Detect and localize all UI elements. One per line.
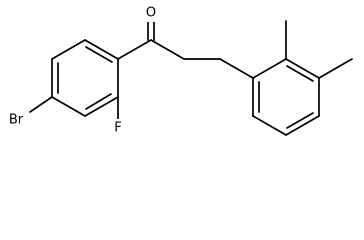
ring-b-bond-5: [285, 58, 320, 79]
ring-a-bond-4: [51, 96, 86, 117]
ring-a-bond-1: [84, 39, 119, 60]
ring-a-double-2: [85, 93, 112, 110]
chemical-structure: O Br F: [8, 5, 353, 136]
ring-b-double-3: [286, 65, 314, 82]
methyl-bond-meta: [318, 58, 353, 79]
aryl-carbonyl-bond: [117, 39, 152, 60]
oxygen-label: O: [146, 6, 156, 21]
chain-bond-1: [150, 39, 185, 60]
fluorine-label: F: [114, 121, 121, 136]
dimethylphenyl-ring: [252, 58, 320, 136]
propanone-chain: [117, 19, 254, 79]
ring-a-bond-6: [51, 39, 86, 60]
ring-b-bond-2: [252, 115, 287, 136]
ring-a-bond-3: [84, 96, 119, 117]
bromine-label: Br: [9, 113, 24, 128]
bromine-bond: [29, 96, 53, 113]
chain-bond-3: [219, 58, 254, 79]
ring-b-bond-6: [252, 58, 287, 79]
ring-a-double-1: [85, 46, 113, 63]
ring-b-bond-3: [285, 115, 320, 136]
ring-b-double-2: [286, 112, 314, 129]
bromofluorophenyl-ring: [51, 39, 119, 117]
